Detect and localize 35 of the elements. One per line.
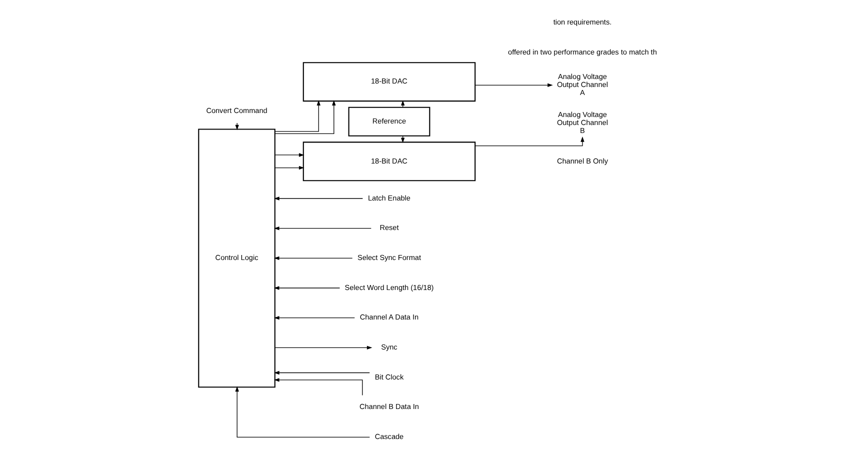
label: tion requirements.	[553, 18, 612, 27]
arrow	[474, 136, 584, 146]
node-box: Reference	[348, 106, 430, 136]
arrow	[274, 100, 320, 132]
node-box: 18-Bit DAC	[302, 62, 476, 102]
arrow	[235, 122, 239, 130]
arrow	[235, 386, 370, 438]
arrow	[274, 226, 372, 230]
node-text: Analog Voltage Output Channel B	[556, 110, 608, 135]
arrow	[274, 100, 336, 134]
node-text: Analog Voltage Output Channel A	[556, 72, 608, 97]
arrow	[274, 346, 372, 350]
node-text: Convert Command	[206, 106, 268, 115]
node-text: Bit Clock	[374, 372, 404, 382]
node-text: Channel B Data In	[359, 402, 419, 412]
arrow	[274, 153, 304, 157]
arrow	[474, 83, 553, 88]
arrow	[274, 196, 363, 200]
arrow	[274, 378, 363, 396]
node-text: Select Sync Format	[357, 253, 421, 262]
label: Channel B Only	[556, 156, 608, 166]
node-text: Latch Enable	[368, 193, 410, 202]
node-box: Control Logic	[198, 128, 276, 388]
arrow	[274, 256, 353, 260]
node-text: Cascade	[374, 432, 404, 442]
arrow	[274, 316, 355, 320]
node-box: 18-Bit DAC	[302, 142, 476, 182]
label: offered in two performance grades to match th	[508, 48, 657, 57]
node-text: Reset	[380, 223, 399, 232]
arrow	[274, 286, 340, 290]
node-text: Sync	[381, 342, 398, 352]
arrow	[274, 166, 304, 170]
node-text: Channel A Data In	[360, 312, 419, 322]
node-text: Select Word Length (16/18)	[344, 282, 434, 292]
arrow	[274, 370, 370, 375]
